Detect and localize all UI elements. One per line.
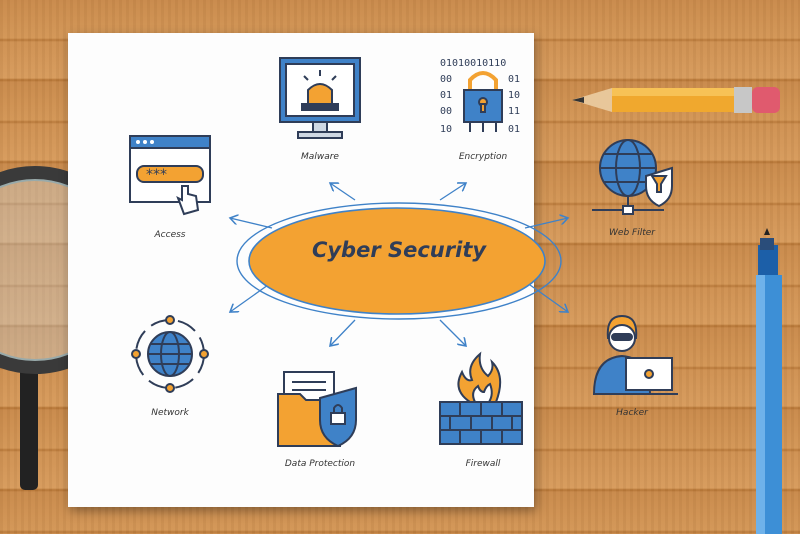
label-network: Network (151, 408, 189, 418)
arrow-web-filter (524, 218, 568, 229)
arrow-data-protection (330, 319, 356, 346)
lock-binary-icon: 01010010110 00 01 01 10 00 11 10 01 (440, 58, 520, 135)
hacker-laptop-icon (592, 314, 678, 395)
label-malware: Malware (301, 152, 339, 162)
diagram-title: Cyber Security (311, 238, 487, 262)
svg-text:01: 01 (508, 74, 520, 85)
svg-text:10: 10 (440, 124, 452, 135)
arrow-firewall (439, 319, 466, 346)
label-firewall: Firewall (465, 459, 501, 469)
password-window-icon: ***_ (129, 135, 211, 216)
globe-network-icon (131, 315, 209, 393)
label-encryption: Encryption (458, 152, 508, 162)
label-data-protection: Data Protection (284, 459, 356, 469)
svg-text:00: 00 (440, 74, 452, 85)
label-web-filter: Web Filter (609, 228, 655, 238)
arrow-encryption (439, 183, 466, 201)
arrow-hacker (529, 284, 568, 312)
label-access: Access (154, 230, 186, 240)
svg-text:00: 00 (440, 106, 452, 117)
monitor-alarm-icon (279, 57, 361, 139)
brick-wall-fire-icon (439, 351, 523, 445)
outer-ellipse (236, 202, 562, 320)
svg-text:11: 11 (508, 106, 520, 117)
svg-text:01010010110: 01010010110 (440, 58, 506, 69)
arrow-network (230, 284, 269, 312)
svg-text:10: 10 (508, 90, 520, 101)
svg-text:***_: ***_ (146, 167, 175, 183)
center-ellipse (248, 207, 546, 315)
svg-text:01: 01 (440, 90, 452, 101)
globe-filter-icon (592, 139, 673, 215)
arrow-malware (330, 183, 356, 201)
folder-shield-icon (277, 371, 357, 448)
svg-text:01: 01 (508, 124, 520, 135)
arrow-access (230, 218, 273, 229)
label-hacker: Hacker (616, 408, 648, 418)
